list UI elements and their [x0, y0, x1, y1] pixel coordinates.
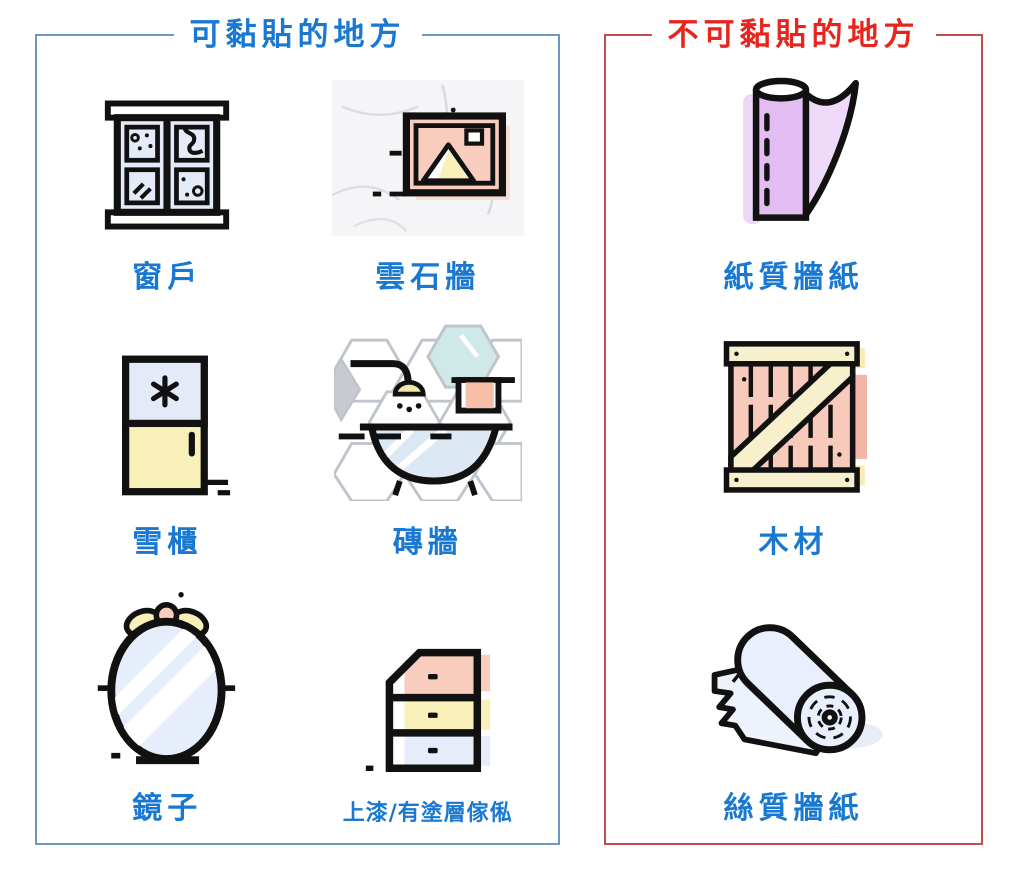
item-silk-wallpaper: 絲質牆紙	[606, 577, 981, 843]
painted-furniture-icon	[350, 629, 506, 779]
item-wood: 木材	[606, 312, 981, 578]
item-marble-wall: 雲石牆	[298, 46, 559, 312]
allowed-panel: 可黏貼的地方	[35, 14, 560, 845]
forbidden-panel: 不可黏貼的地方 紙質牆紙	[604, 14, 983, 845]
item-label-silk-wallpaper: 絲質牆紙	[723, 790, 864, 826]
item-brick-tile-wall: 磚牆	[298, 312, 559, 578]
item-label-refrigerator: 雪櫃	[132, 525, 203, 561]
item-label-wood: 木材	[758, 525, 829, 561]
allowed-panel-title: 可黏貼的地方	[173, 14, 422, 56]
item-label-marble-wall: 雲石牆	[375, 259, 481, 295]
item-label-brick-tile-wall: 磚牆	[392, 525, 463, 561]
allowed-grid: 窗戶	[37, 36, 558, 843]
forbidden-panel-title: 不可黏貼的地方	[651, 14, 936, 56]
marble-wall-icon	[331, 79, 524, 236]
item-painted-coated-furniture: 上漆/有塗層傢俬	[298, 577, 559, 843]
brick-tile-wall-icon	[333, 319, 522, 502]
item-label-window: 窗戶	[132, 259, 203, 295]
item-label-paper-wallpaper: 紙質牆紙	[723, 259, 864, 295]
paper-wallpaper-icon	[710, 68, 878, 236]
window-icon	[96, 94, 238, 236]
item-window: 窗戶	[37, 46, 298, 312]
silk-wallpaper-icon	[696, 615, 892, 767]
refrigerator-icon	[92, 351, 242, 501]
item-mirror: 鏡子	[37, 577, 298, 843]
forbidden-grid: 紙質牆紙	[606, 36, 981, 843]
mirror-icon	[91, 589, 243, 767]
item-refrigerator: 雪櫃	[37, 312, 298, 578]
item-paper-wallpaper: 紙質牆紙	[606, 46, 981, 312]
item-label-painted-coated-furniture: 上漆/有塗層傢俬	[342, 799, 513, 826]
wood-icon	[711, 335, 877, 501]
item-label-mirror: 鏡子	[132, 790, 203, 826]
